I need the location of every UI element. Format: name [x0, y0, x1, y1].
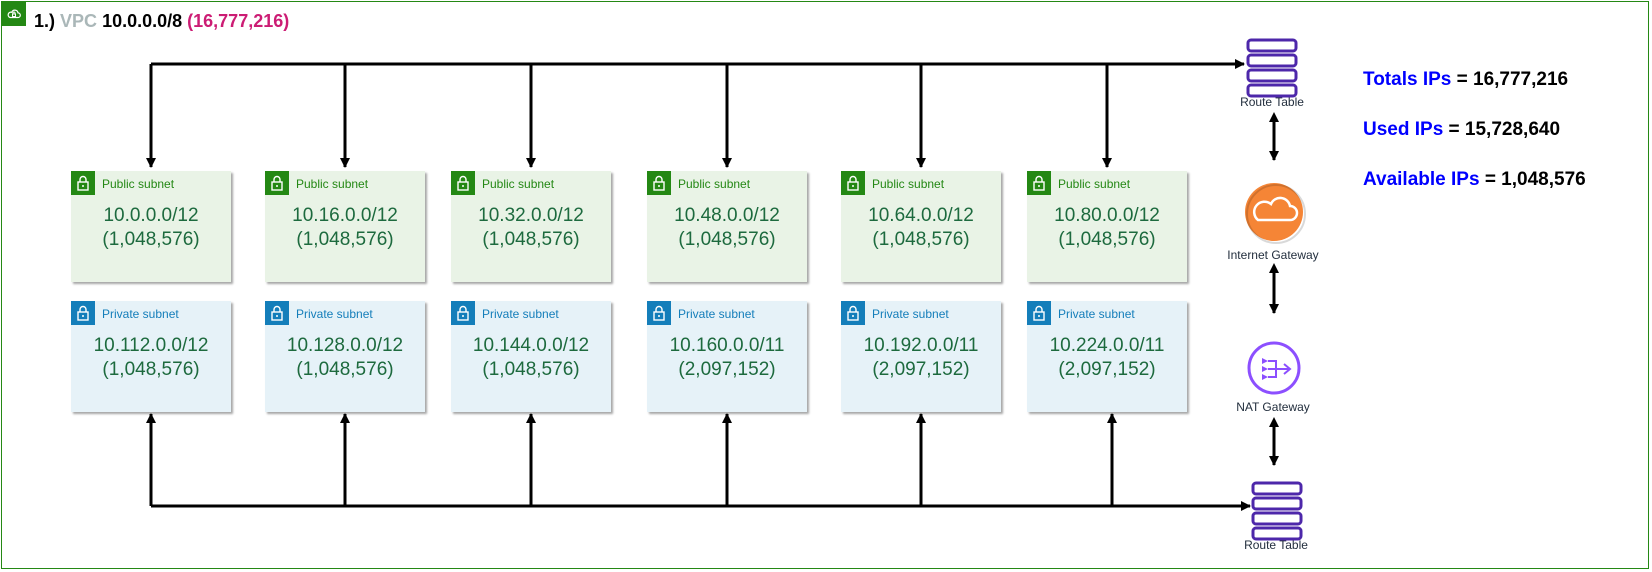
vpc-label: VPC — [60, 11, 98, 31]
subnet-cidr: 10.224.0.0/11 — [1049, 335, 1165, 356]
subnet-ip-count: (1,048,576) — [1058, 229, 1156, 250]
subnet-cidr: 10.48.0.0/12 — [674, 205, 780, 226]
subnet-ip-count: (1,048,576) — [678, 229, 776, 250]
subnet-label: Public subnet — [1058, 177, 1131, 191]
private-subnet-6[interactable]: Private subnet 10.224.0.0/11 (2,097,152) — [1027, 301, 1187, 412]
subnet-cidr: 10.16.0.0/12 — [292, 205, 398, 226]
stat-total-value: = 16,777,216 — [1456, 69, 1569, 90]
public-route-lines — [146, 59, 1245, 168]
private-route-lines — [146, 413, 1251, 511]
subnet-label: Private subnet — [872, 307, 949, 321]
private-subnet-2[interactable]: Private subnet 10.128.0.0/12 (1,048,576) — [265, 301, 425, 412]
route-table-private-label: Route Table — [1244, 538, 1308, 552]
public-subnet-1[interactable]: Public subnet 10.0.0.0/12 (1,048,576) — [71, 171, 231, 282]
vpc-cidr: 10.0.0.0/8 — [102, 11, 183, 31]
subnet-label: Public subnet — [872, 177, 945, 191]
lock-icon — [71, 301, 95, 325]
internet-gateway-label: Internet Gateway — [1227, 248, 1319, 262]
route-table-private-icon[interactable] — [1251, 481, 1303, 541]
subnet-cidr: 10.0.0.0/12 — [103, 205, 199, 226]
subnet-ip-count: (1,048,576) — [872, 229, 970, 250]
subnet-cidr: 10.144.0.0/12 — [472, 335, 590, 356]
vpc-title: 1.) VPC 10.0.0.0/8 (16,777,216) — [34, 11, 289, 32]
subnet-cidr: 10.32.0.0/12 — [478, 205, 584, 226]
public-subnet-5[interactable]: Public subnet 10.64.0.0/12 (1,048,576) — [841, 171, 1001, 282]
vpc-number: 1.) — [34, 11, 56, 31]
public-subnet-2[interactable]: Public subnet 10.16.0.0/12 (1,048,576) — [265, 171, 425, 282]
subnet-ip-count: (2,097,152) — [1058, 359, 1156, 380]
stat-used-label: Used IPs — [1363, 119, 1444, 140]
subnet-cidr: 10.128.0.0/12 — [286, 335, 404, 356]
stat-total-label: Totals IPs — [1363, 69, 1452, 90]
subnet-cidr: 10.112.0.0/12 — [93, 335, 209, 356]
subnet-label: Private subnet — [678, 307, 755, 321]
private-subnet-5[interactable]: Private subnet 10.192.0.0/11 (2,097,152) — [841, 301, 1001, 412]
public-subnet-3[interactable]: Public subnet 10.32.0.0/12 (1,048,576) — [451, 171, 611, 282]
stat-available: Available IPs = 1,048,576 — [1363, 169, 1586, 191]
subnet-ip-count: (1,048,576) — [102, 229, 200, 250]
lock-icon — [451, 171, 475, 195]
lock-icon — [841, 301, 865, 325]
stat-available-value: = 1,048,576 — [1484, 169, 1586, 190]
subnet-label: Private subnet — [482, 307, 559, 321]
lock-icon — [647, 301, 671, 325]
route-table-public-label: Route Table — [1240, 95, 1304, 109]
internet-gateway-icon[interactable] — [1245, 183, 1306, 244]
stat-total: Totals IPs = 16,777,216 — [1363, 69, 1568, 91]
lock-icon — [1027, 171, 1051, 195]
subnet-label: Private subnet — [1058, 307, 1135, 321]
lock-icon — [71, 171, 95, 195]
subnet-label: Public subnet — [678, 177, 751, 191]
stat-used: Used IPs = 15,728,640 — [1363, 119, 1560, 141]
lock-icon — [451, 301, 475, 325]
subnet-label: Private subnet — [102, 307, 179, 321]
subnet-label: Public subnet — [102, 177, 175, 191]
subnet-ip-count: (1,048,576) — [296, 229, 394, 250]
subnet-ip-count: (1,048,576) — [482, 359, 580, 380]
lock-icon — [265, 171, 289, 195]
lock-icon — [1027, 301, 1051, 325]
vpc-cloud-icon — [2, 2, 26, 26]
lock-icon — [841, 171, 865, 195]
nat-gateway-icon[interactable] — [1247, 341, 1301, 395]
subnet-ip-count: (2,097,152) — [872, 359, 970, 380]
private-subnet-3[interactable]: Private subnet 10.144.0.0/12 (1,048,576) — [451, 301, 611, 412]
subnet-cidr: 10.80.0.0/12 — [1054, 205, 1160, 226]
route-table-public-icon[interactable] — [1246, 38, 1298, 98]
lock-icon — [647, 171, 671, 195]
subnet-label: Public subnet — [296, 177, 369, 191]
vpc-ip-count: (16,777,216) — [187, 11, 290, 31]
subnet-ip-count: (1,048,576) — [482, 229, 580, 250]
subnet-ip-count: (2,097,152) — [678, 359, 776, 380]
subnet-cidr: 10.192.0.0/11 — [863, 335, 979, 356]
lock-icon — [265, 301, 289, 325]
private-subnet-4[interactable]: Private subnet 10.160.0.0/11 (2,097,152) — [647, 301, 807, 412]
nat-gateway-label: NAT Gateway — [1236, 400, 1310, 414]
subnet-ip-count: (1,048,576) — [296, 359, 394, 380]
subnet-cidr: 10.160.0.0/11 — [669, 335, 785, 356]
subnet-cidr: 10.64.0.0/12 — [868, 205, 974, 226]
stat-used-value: = 15,728,640 — [1448, 119, 1561, 140]
subnet-label: Private subnet — [296, 307, 373, 321]
stat-available-label: Available IPs — [1363, 169, 1480, 190]
subnet-label: Public subnet — [482, 177, 555, 191]
public-subnet-4[interactable]: Public subnet 10.48.0.0/12 (1,048,576) — [647, 171, 807, 282]
private-subnet-1[interactable]: Private subnet 10.112.0.0/12 (1,048,576) — [71, 301, 231, 412]
subnet-ip-count: (1,048,576) — [102, 359, 200, 380]
public-subnet-6[interactable]: Public subnet 10.80.0.0/12 (1,048,576) — [1027, 171, 1187, 282]
